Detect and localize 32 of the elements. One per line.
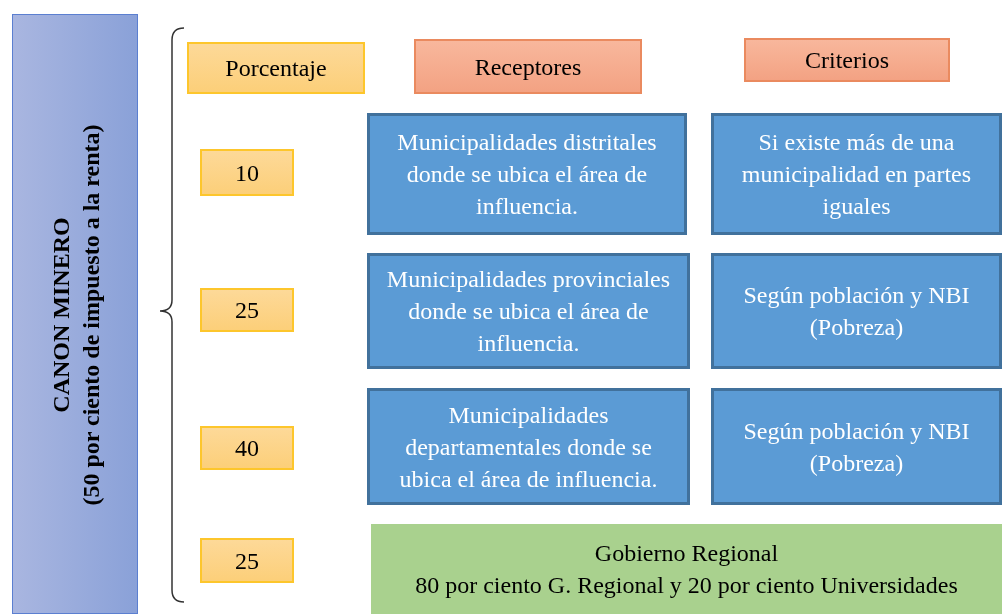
info-box (711, 253, 1002, 369)
box-text: Criterios (805, 46, 889, 75)
box-text: 80 por ciento G. Regional y 20 por ciento Universidades (415, 571, 958, 600)
regional-box (371, 524, 1002, 614)
box-text: Municipalidades distritales donde se ubica el área de influencia. (396, 128, 658, 221)
percentage-box (200, 538, 294, 583)
box-text: 10 (235, 158, 259, 188)
box-text: Receptores (474, 52, 582, 82)
box-text: Municipalidades departamentales donde se ubica el área de influencia. (398, 400, 659, 494)
info-box (367, 388, 690, 505)
panel-title: CANON MINERO (47, 217, 75, 413)
box-text: Si existe más de una municipalidad en partes iguales (740, 128, 973, 221)
header-box (414, 39, 642, 94)
percentage-box (200, 149, 294, 196)
info-box (711, 113, 1002, 235)
panel-title: (50 por ciento de impuesto a la renta) (77, 124, 105, 506)
box-text: Gobierno Regional (594, 539, 779, 568)
box-text: Municipalidades provinciales donde se ubica el área de influencia. (385, 265, 672, 358)
percentage-box (200, 426, 294, 470)
box-text: 25 (235, 296, 259, 325)
box-text: 40 (235, 434, 259, 463)
box-text: Porcentaje (225, 54, 327, 83)
info-box (711, 388, 1002, 505)
info-box (367, 113, 687, 235)
header-box (744, 38, 950, 82)
info-box (367, 253, 690, 369)
box-text: Según población y NBI (Pobreza) (742, 281, 971, 342)
title-panel (12, 14, 138, 614)
percentage-box (200, 288, 294, 332)
percentage-box (187, 42, 365, 94)
box-text: Según población y NBI (Pobreza) (742, 416, 971, 478)
box-text: 25 (235, 546, 259, 576)
